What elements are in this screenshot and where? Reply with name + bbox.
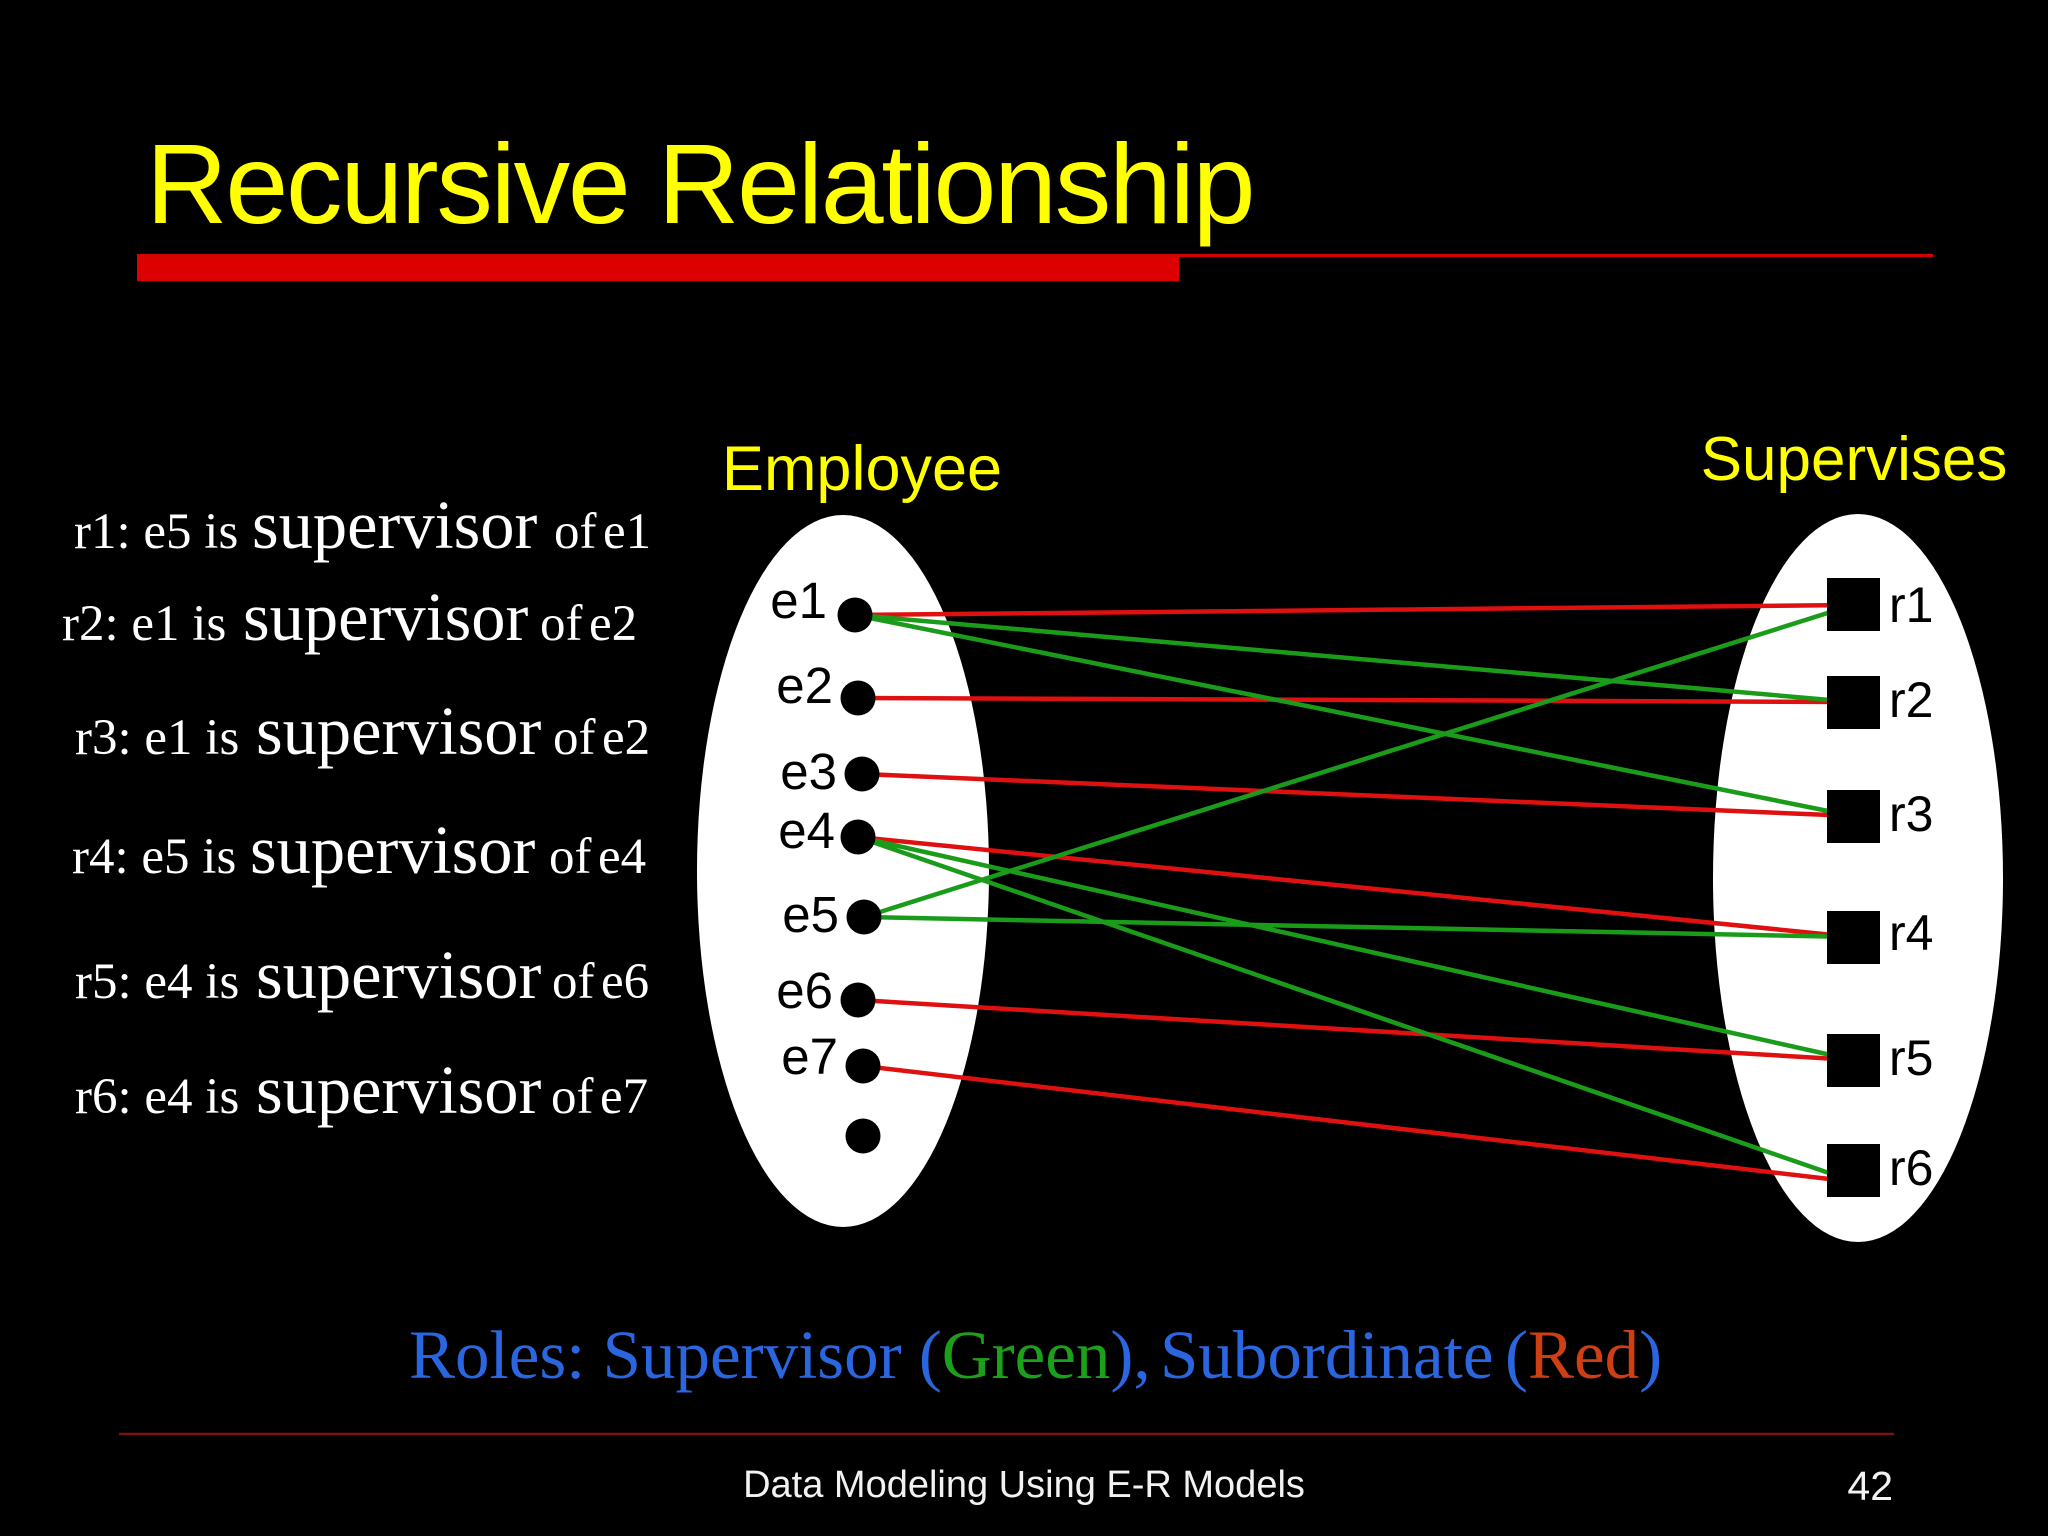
svg-text:42: 42 <box>1847 1463 1893 1509</box>
svg-text:r4: r4 <box>1889 905 1933 961</box>
svg-text:e1: e1 <box>770 572 827 629</box>
svg-text:e5: e5 <box>782 886 839 943</box>
svg-text:Roles: Supervisor (Green),Subo: Roles: Supervisor (Green),Subordinate(Re… <box>409 1317 1662 1393</box>
svg-text:e2: e2 <box>776 657 833 714</box>
svg-text:e7: e7 <box>781 1028 838 1085</box>
svg-text:Employee: Employee <box>722 434 1002 504</box>
svg-text:Data Modeling Using E-R Models: Data Modeling Using E-R Models <box>743 1464 1305 1506</box>
svg-text:r5: r5 <box>1889 1030 1933 1086</box>
svg-text:Supervises: Supervises <box>1701 425 2008 494</box>
svg-text:r3: r3 <box>1889 786 1933 842</box>
svg-text:r1: r1 <box>1889 577 1933 633</box>
svg-text:e6: e6 <box>776 962 833 1019</box>
svg-text:r6: r6 <box>1889 1140 1933 1196</box>
svg-text:e3: e3 <box>780 743 837 800</box>
svg-text:r2: r2 <box>1889 672 1933 728</box>
svg-text:e4: e4 <box>778 802 835 859</box>
svg-text:Recursive Relationship: Recursive Relationship <box>146 121 1253 247</box>
